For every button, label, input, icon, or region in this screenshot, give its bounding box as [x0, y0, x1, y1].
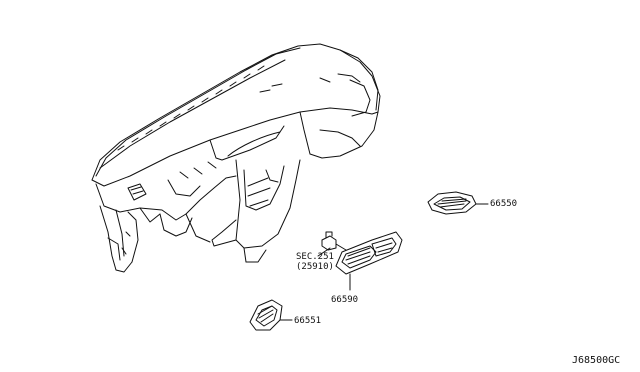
vent-66590: [317, 231, 403, 291]
part-label-66590: 66590: [331, 295, 359, 305]
part-label-66550: 66550: [490, 199, 518, 209]
part-label-66551: 66551: [294, 316, 322, 326]
instrument-panel: [91, 43, 381, 273]
section-ref-number: (25910): [296, 262, 334, 272]
diagram-code: J68500GC: [572, 355, 621, 366]
vent-66551: [249, 299, 293, 331]
vent-66550: [427, 191, 489, 215]
section-ref-label: SEC.251: [296, 252, 334, 262]
